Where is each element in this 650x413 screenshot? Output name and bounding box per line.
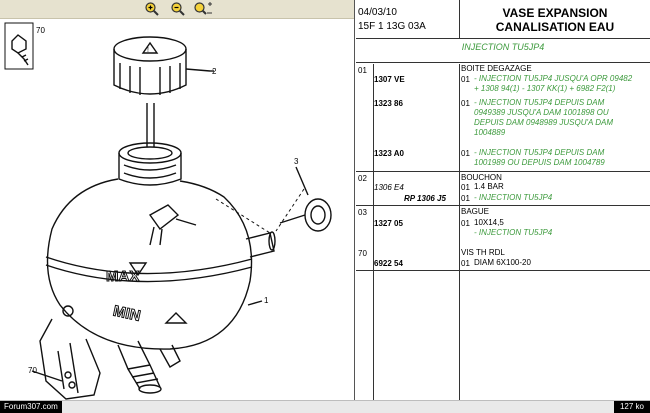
callout-3: 3 <box>294 157 299 166</box>
engine-subtitle: INJECTION TU5JP4 <box>461 42 545 52</box>
exploded-parts-drawing: ! <box>0 19 354 400</box>
part-number[interactable]: 1307 VE <box>374 75 405 84</box>
quantity: 01 <box>461 149 470 158</box>
callout-70-top: 70 <box>36 26 45 35</box>
part-number[interactable]: 1306 E4 <box>374 183 404 192</box>
max-embossing: MAX <box>106 268 139 285</box>
callout-1: 1 <box>264 296 269 305</box>
callout-70-bottom: 70 <box>28 366 37 375</box>
quantity: 01 <box>461 75 470 84</box>
header-reference: 15F 1 13G 03A <box>358 21 426 32</box>
header-date: 04/03/10 <box>358 7 397 18</box>
svg-text:!: ! <box>147 47 149 54</box>
section-number-03: 03 <box>358 208 367 217</box>
header-divider <box>356 38 650 39</box>
section-divider <box>356 205 650 206</box>
status-bar: Forum307.com 127 ko <box>0 400 650 413</box>
parts-list-panel: 04/03/10 15F 1 13G 03A VASE EXPANSION CA… <box>356 0 650 412</box>
part-number[interactable]: 1323 86 <box>374 99 403 108</box>
part-description: 10X14,5 - INJECTION TU5JP4 <box>474 218 553 237</box>
section-divider <box>356 270 650 271</box>
section-divider <box>356 171 650 172</box>
section-heading-02: BOUCHON <box>461 173 502 182</box>
panel-divider <box>354 0 355 412</box>
part-description: DIAM 6X100-20 <box>474 258 531 267</box>
page-title-line1: VASE EXPANSION <box>502 6 608 20</box>
min-embossing: MIN <box>112 303 142 325</box>
part-description: - INJECTION TU5JP4 JUSQU'A OPR 09482 + 1… <box>474 74 633 93</box>
quantity: 01 <box>461 219 470 228</box>
pan-zoom-icon[interactable] <box>193 1 212 17</box>
section-heading-03: BAGUE <box>461 207 490 216</box>
file-size: 127 ko <box>613 401 650 413</box>
section-heading-01: BOITE DEGAZAGE <box>461 64 532 73</box>
column-separator-1 <box>373 64 374 400</box>
part-number[interactable]: 1327 05 <box>374 219 403 228</box>
part-description: 1.4 BAR <box>474 182 504 191</box>
section-number-01: 01 <box>358 66 367 75</box>
column-separator-2 <box>459 64 460 400</box>
part-description: - INJECTION TU5JP4 DEPUIS DAM 1001989 OU… <box>474 148 605 167</box>
drawing-toolbar <box>0 0 354 19</box>
part-number[interactable]: 6922 54 <box>374 259 403 268</box>
callout-2: 2 <box>212 67 217 76</box>
part-number[interactable]: RP 1306 J5 <box>404 194 446 203</box>
header-separator <box>459 0 460 38</box>
quantity: 01 <box>461 99 470 108</box>
quantity: 01 <box>461 259 470 268</box>
zoom-in-icon[interactable] <box>144 1 160 17</box>
subtitle-divider <box>356 62 650 63</box>
part-description: - INJECTION TU5JP4 <box>474 193 553 202</box>
quantity: 01 <box>461 183 470 192</box>
site-watermark: Forum307.com <box>0 401 62 413</box>
section-number-02: 02 <box>358 174 367 183</box>
part-number[interactable]: 1323 A0 <box>374 149 404 158</box>
section-heading-70: VIS TH RDL <box>461 248 505 257</box>
zoom-out-icon[interactable] <box>170 1 186 17</box>
page-title-line2: CANALISATION EAU <box>495 20 615 34</box>
part-description: - INJECTION TU5JP4 DEPUIS DAM 0949389 JU… <box>474 98 614 137</box>
quantity: 01 <box>461 194 470 203</box>
expansion-tank-illustration: ! <box>4 22 332 400</box>
section-number-70: 70 <box>358 249 367 258</box>
